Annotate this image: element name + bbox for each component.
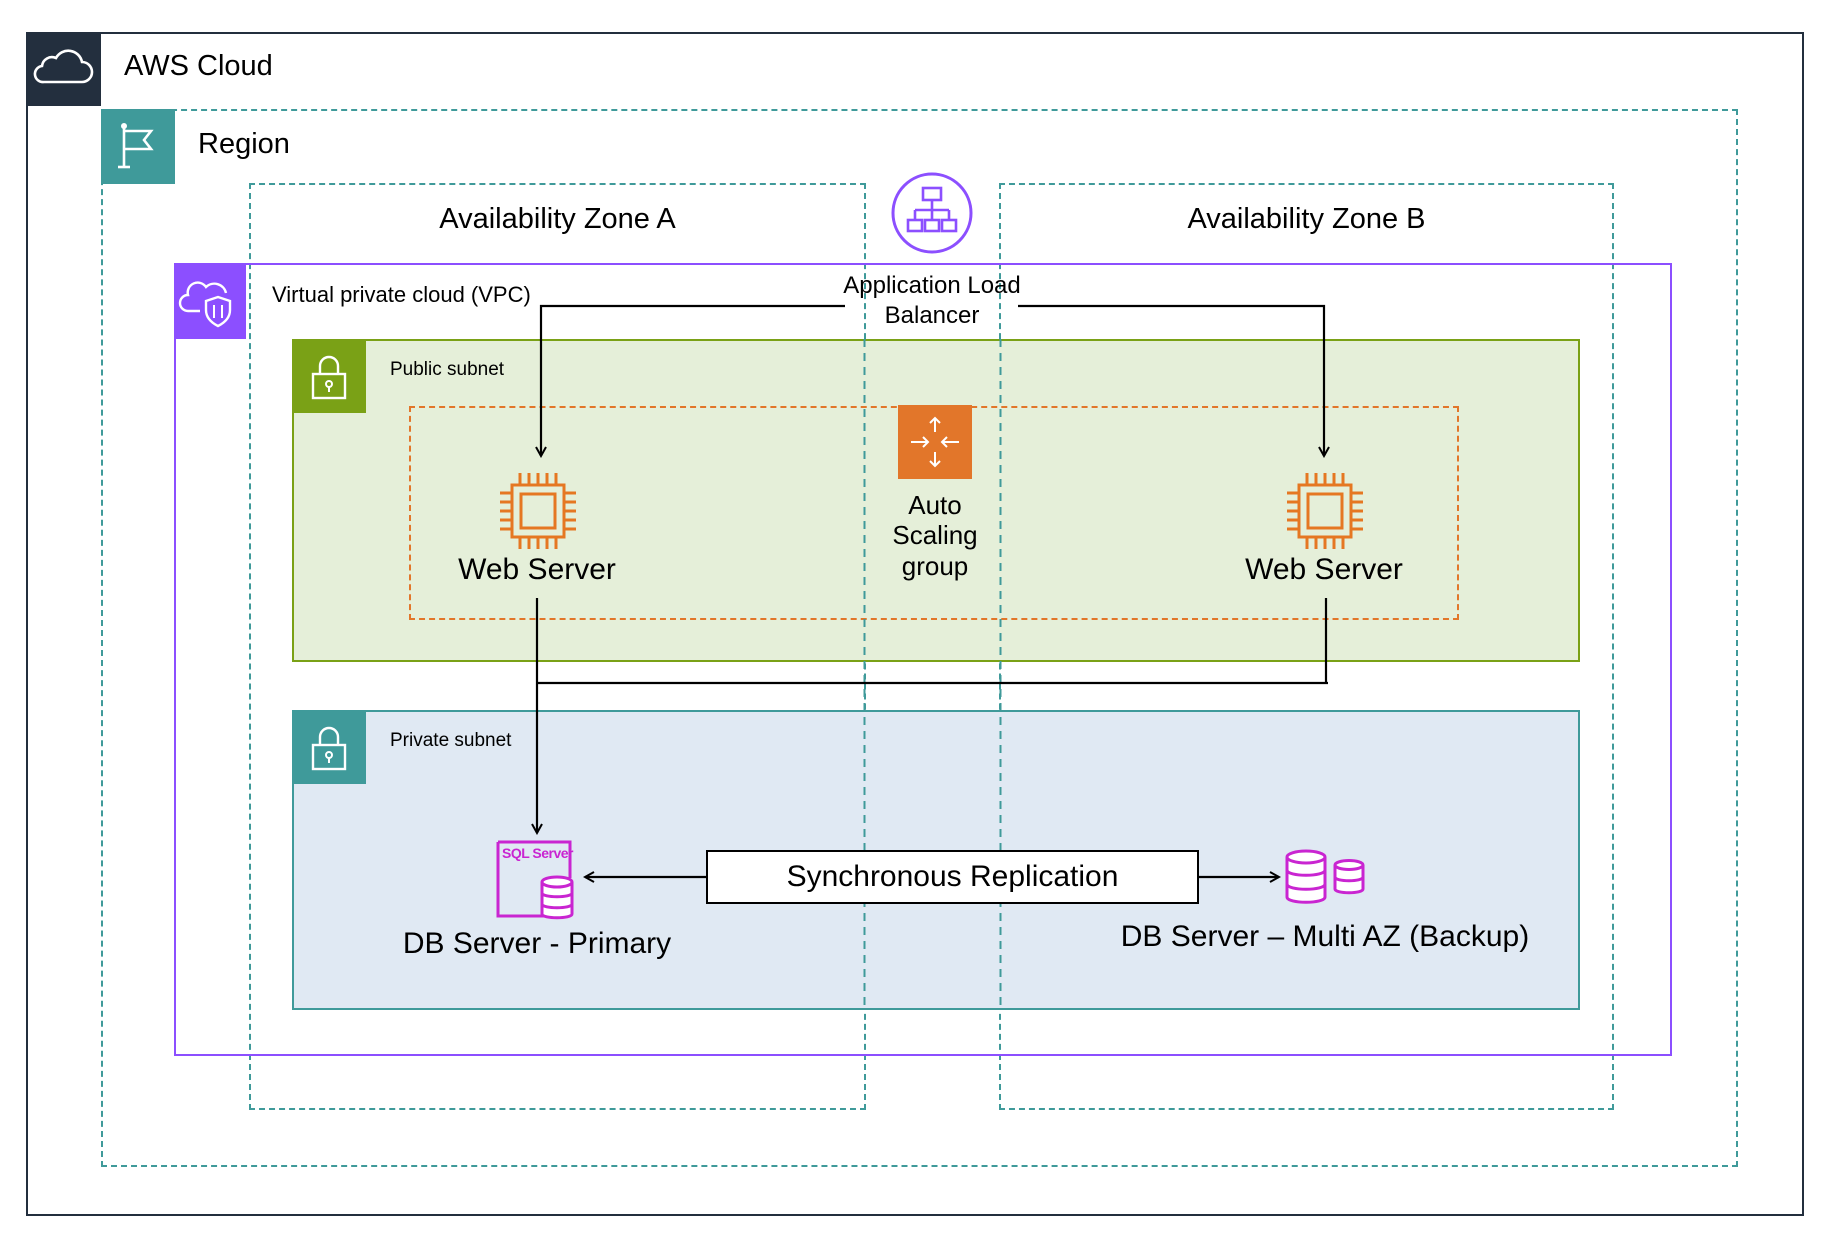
vpc-container — [174, 263, 1672, 1056]
flag-icon — [118, 123, 154, 169]
multi-az-database-icon — [1285, 849, 1365, 904]
private-subnet-label: Private subnet — [390, 730, 512, 751]
alb-to-web-server-a-arrow — [541, 304, 845, 456]
auto-scaling-icon — [911, 416, 959, 468]
vpc-header-icon — [174, 263, 246, 339]
lock-icon — [311, 355, 347, 400]
ec2-instance-icon — [1287, 473, 1363, 549]
auto-scaling-label-line1: Auto — [908, 490, 962, 520]
synchronous-replication-label: Synchronous Replication — [786, 860, 1119, 893]
synchronous-replication-box — [706, 850, 1199, 904]
application-load-balancer[interactable] — [890, 171, 974, 255]
db-server-backup-label: DB Server – Multi AZ (Backup) — [1120, 920, 1530, 953]
db-server-primary-label: DB Server - Primary — [402, 927, 672, 960]
vpc-cloud-shield-icon — [178, 281, 232, 328]
db-server-backup[interactable] — [1283, 847, 1367, 909]
load-balancer-label-line1: Application Load — [843, 272, 1021, 299]
auto-scaling-group[interactable] — [898, 405, 972, 479]
alb-to-web-server-b-arrow — [1018, 304, 1324, 456]
web-server-a-label: Web Server — [458, 553, 616, 586]
sql-server-icon-text: SQL Server — [502, 845, 574, 861]
lock-icon — [311, 726, 347, 771]
aws-cloud-header-icon — [26, 32, 101, 106]
availability-zone-a-label: Availability Zone A — [439, 203, 676, 235]
web-server-a[interactable] — [496, 469, 580, 553]
load-balancer-icon — [891, 172, 973, 254]
web-server-b[interactable] — [1283, 469, 1367, 553]
auto-scaling-label-line3: group — [901, 551, 969, 581]
auto-scaling-label-line2: Scaling — [892, 520, 978, 550]
region-header-icon — [101, 109, 175, 184]
aws-cloud-container — [26, 32, 1804, 1216]
public-subnet-label: Public subnet — [390, 359, 505, 380]
region-container — [101, 109, 1738, 1167]
vpc-label: Virtual private cloud (VPC) — [272, 282, 531, 307]
private-subnet-lock-badge — [292, 710, 366, 784]
load-balancer-label-line2: Balancer — [884, 302, 980, 329]
cloud-icon — [33, 49, 94, 84]
web-server-b-label: Web Server — [1245, 553, 1403, 586]
ec2-instance-icon — [500, 473, 576, 549]
aws-cloud-label: AWS Cloud — [124, 50, 273, 82]
sql-server-database-icon — [496, 840, 574, 920]
region-label: Region — [198, 128, 290, 160]
public-subnet-lock-badge — [292, 339, 366, 413]
db-server-primary[interactable]: SQL Server — [494, 838, 580, 922]
availability-zone-b-label: Availability Zone B — [1187, 203, 1426, 235]
